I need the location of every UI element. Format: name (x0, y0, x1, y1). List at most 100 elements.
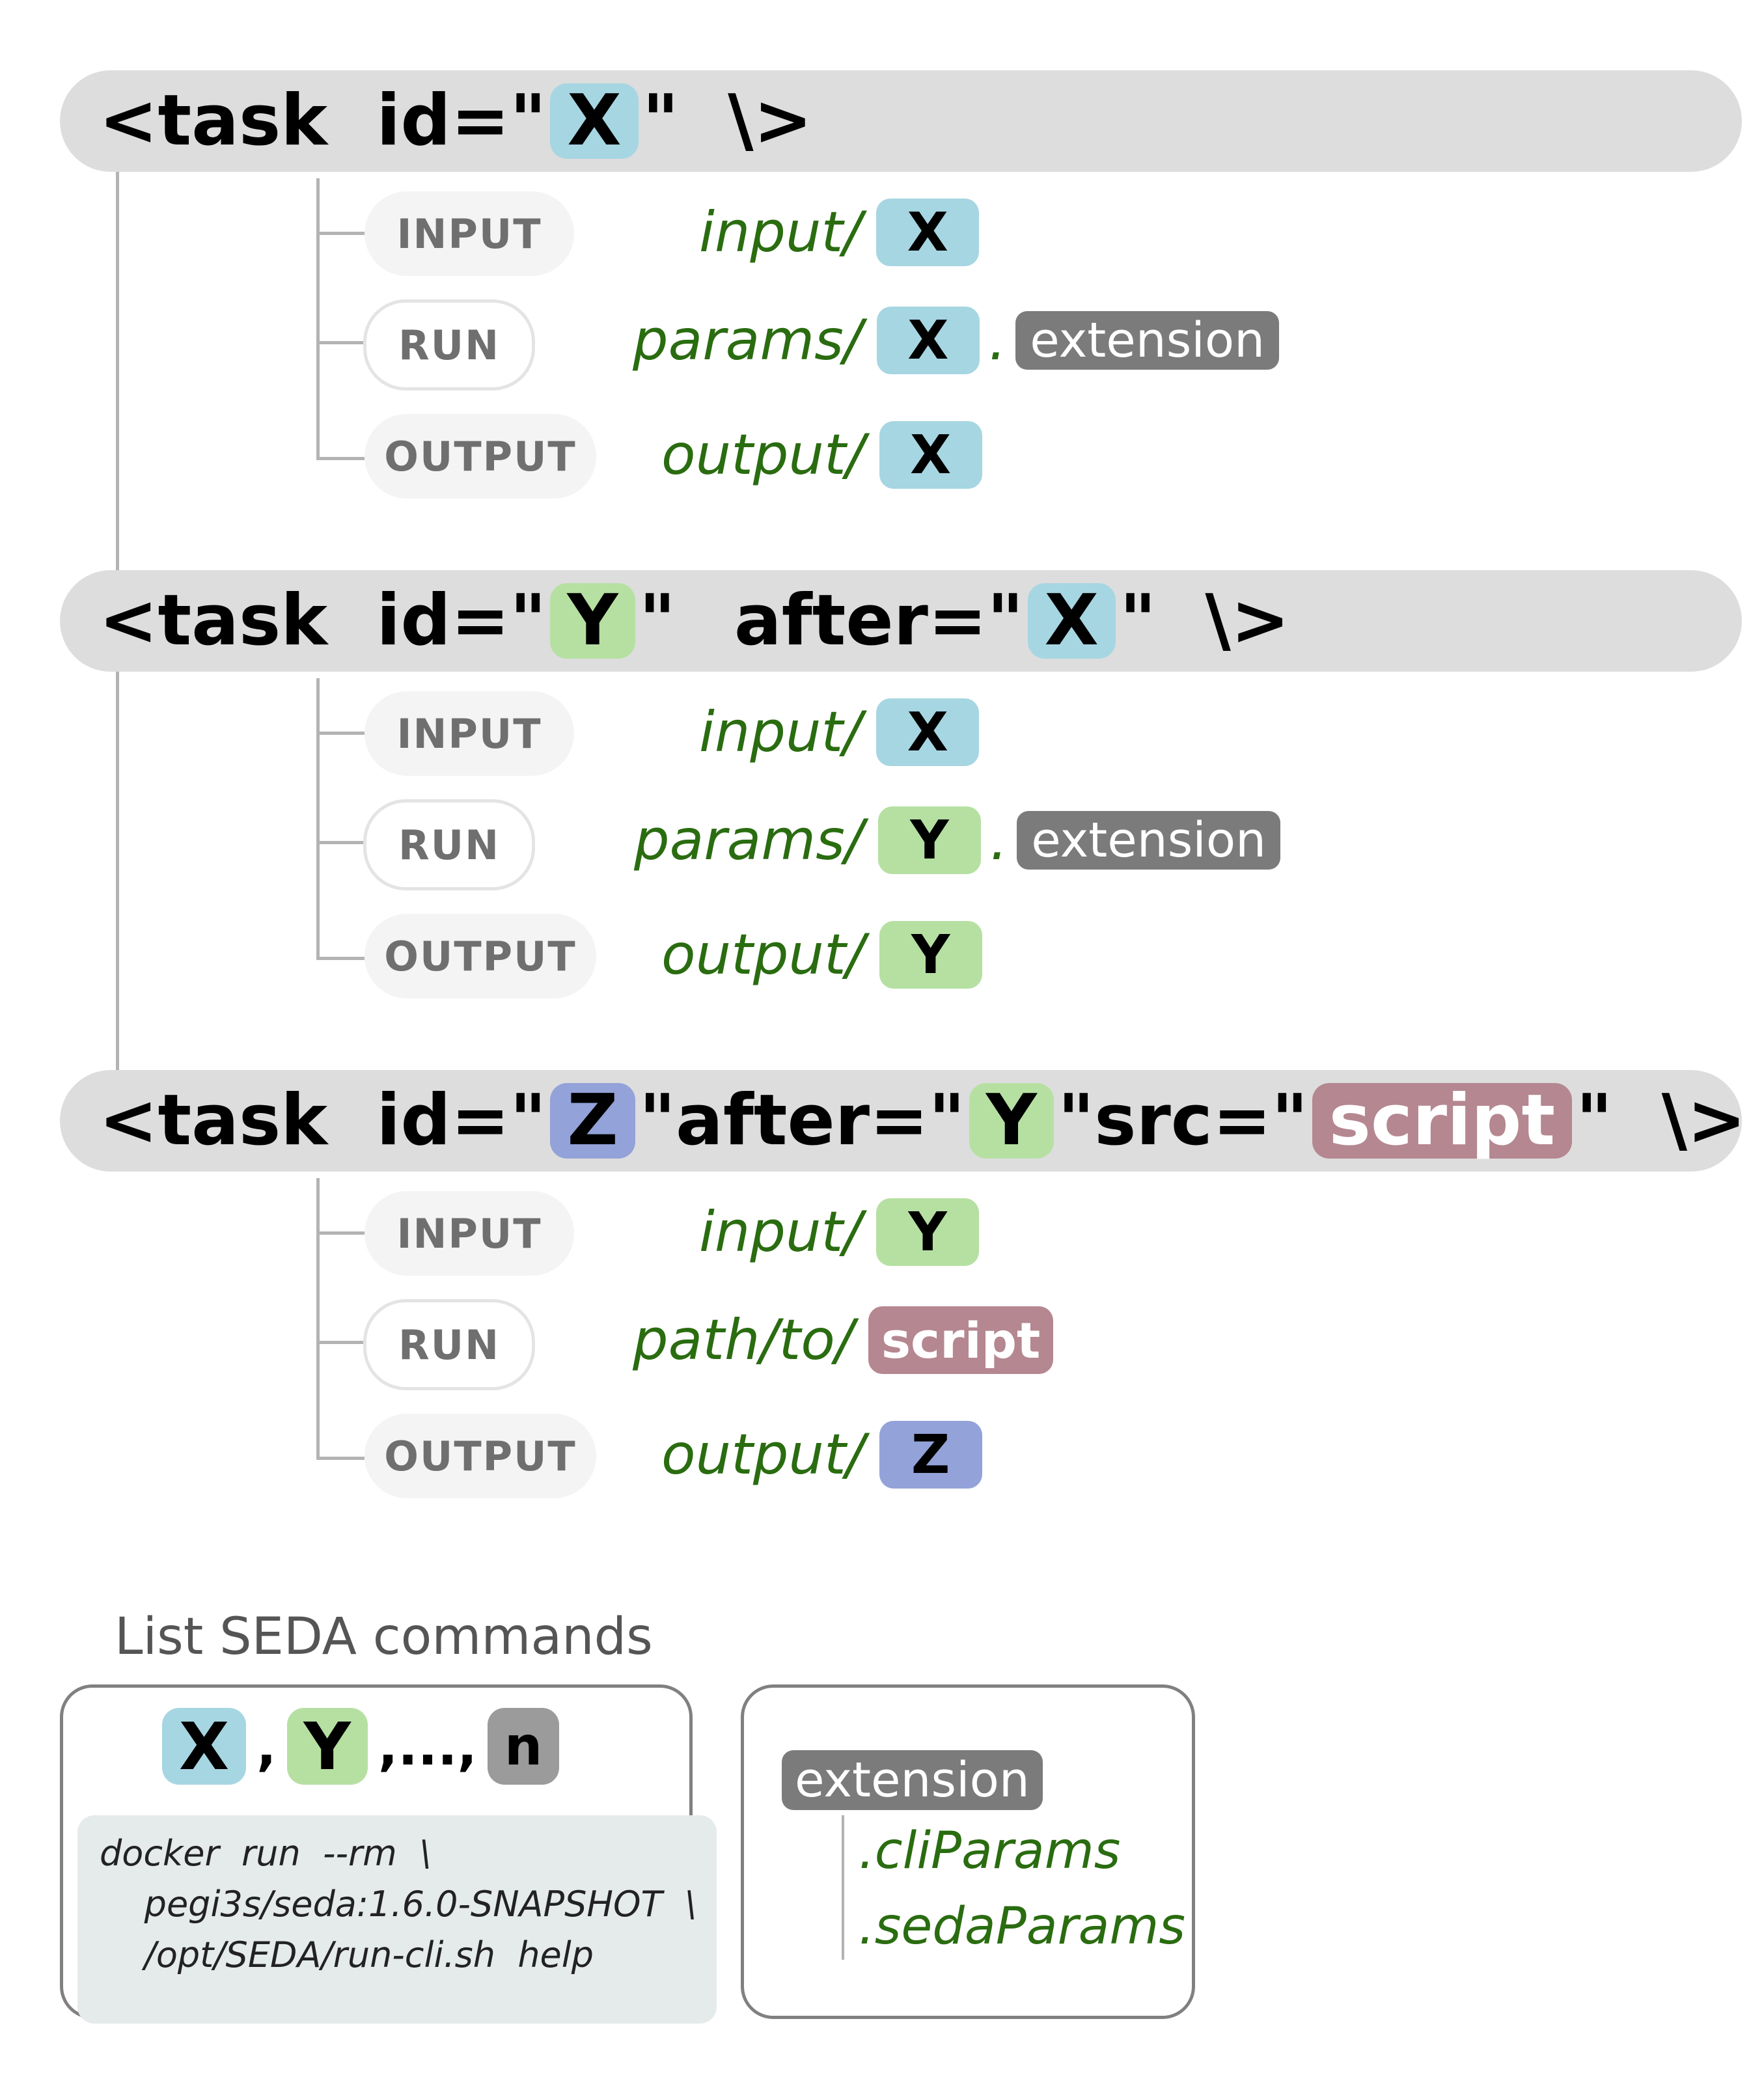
tree-branch (316, 841, 365, 844)
path-text: input/ (699, 700, 862, 765)
code-line: /opt/SEDA/run-cli.sh help (100, 1934, 594, 1975)
path-text: path/to/ (633, 1308, 854, 1373)
path-chip: Z (879, 1421, 982, 1489)
task-mid-text: " (1057, 1080, 1095, 1161)
commands-box: X,Y,...,n docker run --rm \ pegi3s/seda:… (60, 1684, 717, 2024)
step-label: INPUT (396, 1209, 542, 1257)
chip-y: Y (286, 1708, 368, 1785)
code-line: docker run --rm \ (100, 1833, 432, 1874)
path-text: output/ (661, 422, 865, 488)
input-path-row: input/X (699, 696, 980, 768)
after-chip: X (1027, 583, 1116, 659)
task-close-text: " \> (642, 80, 813, 161)
task-id-chip: X (550, 83, 639, 159)
step-label: INPUT (396, 210, 542, 258)
extension-box: extension .cliParams .sedaParams (741, 1684, 1195, 2019)
path-chip: X (876, 307, 980, 374)
tree-branch (316, 341, 365, 344)
command-chips-row: X,Y,...,n (158, 1707, 563, 1785)
run-path-row: params/Y.extension (634, 804, 1280, 876)
path-text: params/ (634, 808, 864, 873)
seda-params-item: .sedaParams (859, 1897, 1186, 1956)
extension-chip: extension (1015, 311, 1279, 370)
step-label: RUN (398, 1321, 500, 1369)
task-x-connector (116, 172, 119, 570)
task-z-header: <task id="Z"after="Y"src="script" \> (60, 1070, 1746, 1172)
output-path-row: output/X (661, 419, 982, 491)
separator: ,..., (378, 1716, 477, 1777)
commands-title: List SEDA commands (115, 1608, 653, 1666)
chip-n: n (487, 1708, 560, 1785)
output-path-row: output/Z (661, 1419, 982, 1490)
extension-label: extension (782, 1750, 1043, 1810)
after-label: after=" (676, 1080, 965, 1161)
path-text: input/ (699, 1200, 862, 1265)
tree-branch (316, 1341, 365, 1344)
step-label: RUN (398, 821, 500, 869)
step-input-pill: INPUT (365, 1191, 574, 1276)
tree-branch (316, 232, 365, 235)
task-y-tree-line (316, 678, 320, 959)
chip-x: X (162, 1708, 247, 1785)
run-path-row: params/X.extension (633, 305, 1279, 376)
task-x-header: <task id="X" \> (60, 70, 1742, 172)
path-text: output/ (661, 922, 865, 987)
src-label: src=" (1094, 1080, 1308, 1161)
input-path-row: input/X (699, 197, 980, 268)
output-path-row: output/Y (661, 919, 982, 991)
step-label: RUN (398, 321, 500, 369)
step-run-pill: RUN (363, 799, 535, 890)
script-chip: script (868, 1306, 1054, 1374)
task-close-text: " \> (1119, 580, 1290, 661)
path-text: output/ (661, 1422, 865, 1487)
cli-params-item: .cliParams (859, 1822, 1121, 1880)
path-chip: Y (877, 806, 981, 874)
run-path-row: path/to/script (633, 1304, 1054, 1376)
task-open-text: <task id=" (99, 80, 547, 161)
separator: , (256, 1716, 277, 1777)
tree-branch (316, 732, 365, 735)
step-output-pill: OUTPUT (365, 414, 596, 499)
task-open-text: <task id=" (99, 1080, 547, 1161)
tree-branch (316, 957, 365, 960)
tree-branch (316, 457, 365, 460)
step-input-pill: INPUT (365, 691, 574, 776)
dot-separator: . (989, 808, 1008, 873)
input-path-row: input/Y (699, 1196, 980, 1268)
step-label: OUTPUT (384, 1432, 577, 1480)
task-open-text: <task id=" (99, 580, 547, 661)
task-id-chip: Y (550, 583, 635, 659)
task-y-header: <task id="Y" after="X" \> (60, 570, 1742, 672)
task-mid-text: " (639, 1080, 676, 1161)
tree-branch (316, 1231, 365, 1235)
step-label: OUTPUT (384, 932, 577, 980)
step-output-pill: OUTPUT (365, 914, 596, 998)
task-mid-text: " (639, 580, 676, 661)
path-chip: X (876, 199, 980, 266)
path-text: input/ (699, 200, 862, 265)
docker-command-code: docker run --rm \ pegi3s/seda:1.6.0-SNAP… (77, 1815, 717, 2024)
tree-branch (316, 1457, 365, 1460)
extension-chip: extension (1017, 811, 1280, 870)
task-close-text: " \> (1576, 1080, 1746, 1161)
extension-tree-line (842, 1815, 844, 1960)
step-label: INPUT (396, 709, 542, 758)
step-run-pill: RUN (363, 1299, 535, 1390)
path-chip: X (876, 698, 980, 766)
step-input-pill: INPUT (365, 191, 574, 276)
step-output-pill: OUTPUT (365, 1414, 596, 1498)
path-chip: Y (876, 1198, 980, 1266)
path-text: params/ (633, 308, 862, 373)
path-chip: Y (879, 921, 982, 989)
task-x-tree-line (316, 178, 320, 460)
src-script-chip: script (1312, 1083, 1573, 1159)
dot-separator: . (988, 308, 1007, 373)
step-label: OUTPUT (384, 432, 577, 480)
task-z-tree-line (316, 1178, 320, 1459)
step-run-pill: RUN (363, 299, 535, 391)
task-id-chip: Z (550, 1083, 635, 1159)
after-label: after=" (734, 580, 1024, 661)
code-line: pegi3s/seda:1.6.0-SNAPSHOT \ (100, 1884, 696, 1925)
path-chip: X (879, 421, 982, 489)
after-chip: Y (969, 1083, 1054, 1159)
